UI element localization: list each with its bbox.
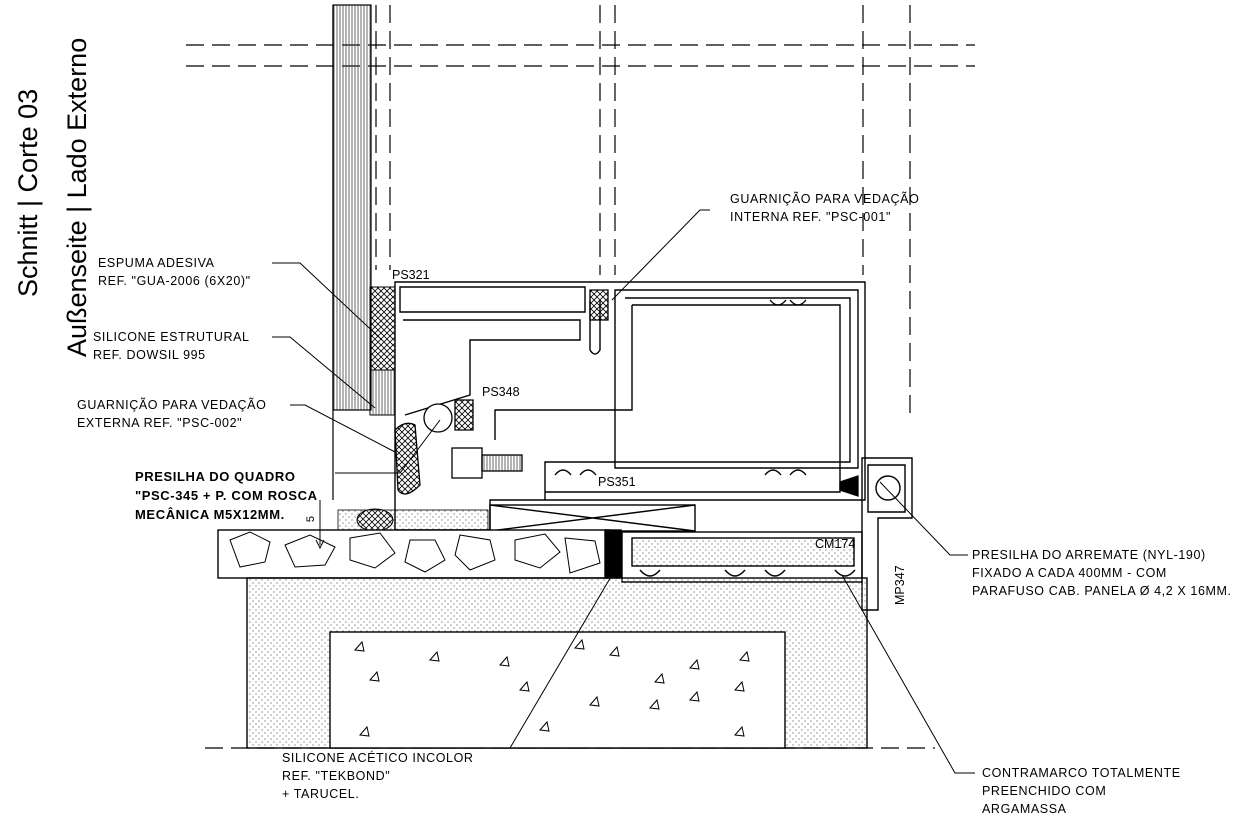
adhesive-foam: [369, 286, 396, 416]
section-title: Schnitt | Corte 03: [13, 88, 43, 297]
section-subtitle: Außenseite | Lado Externo: [62, 37, 92, 357]
glass-panel: [332, 4, 372, 500]
dimension-gap: 5: [305, 515, 318, 523]
profile-mp347: MP347: [893, 565, 907, 605]
profile-ps321: PS321: [392, 268, 430, 282]
concrete-wall: [246, 577, 868, 749]
label-presilha-quadro: PRESILHA DO QUADRO"PSC-345 + P. COM ROSC…: [135, 469, 318, 522]
leader-lines: [272, 209, 975, 774]
label-presilha-arremate: PRESILHA DO ARREMATE (NYL-190)FIXADO A C…: [972, 548, 1232, 598]
stone-sill: [217, 529, 622, 579]
profile-ps348: PS348: [482, 385, 520, 399]
gaskets: [394, 289, 859, 497]
profile-cm174: CM174: [815, 537, 856, 551]
profile-ps351: PS351: [598, 475, 636, 489]
